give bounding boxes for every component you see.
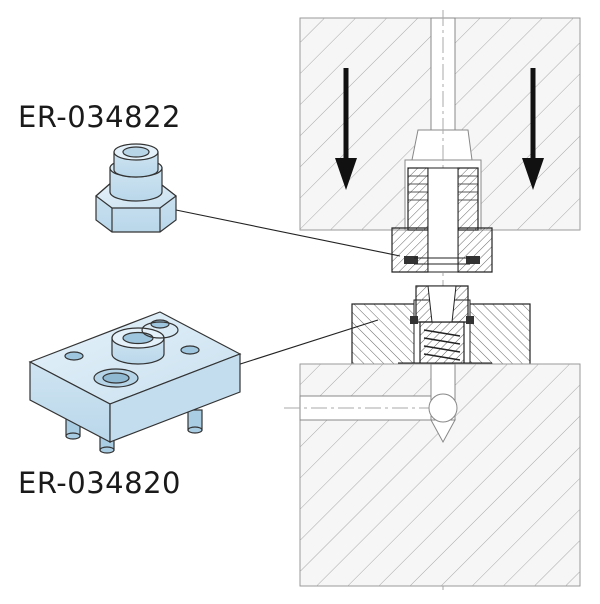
- hex-plug-part: [95, 143, 177, 233]
- base-plate-part: [28, 311, 242, 454]
- leader-line-bottom: [233, 319, 379, 367]
- middle-plate-section: [351, 285, 531, 375]
- leader-line-top: [175, 209, 401, 257]
- lower-tool-section: [284, 363, 581, 587]
- arrow-down-icon: [522, 68, 544, 190]
- part-number-label-top: ER-034822: [18, 100, 181, 134]
- upper-plug-section: [391, 167, 493, 273]
- arrow-down-icon: [335, 68, 357, 190]
- part-number-label-bottom: ER-034820: [18, 466, 181, 500]
